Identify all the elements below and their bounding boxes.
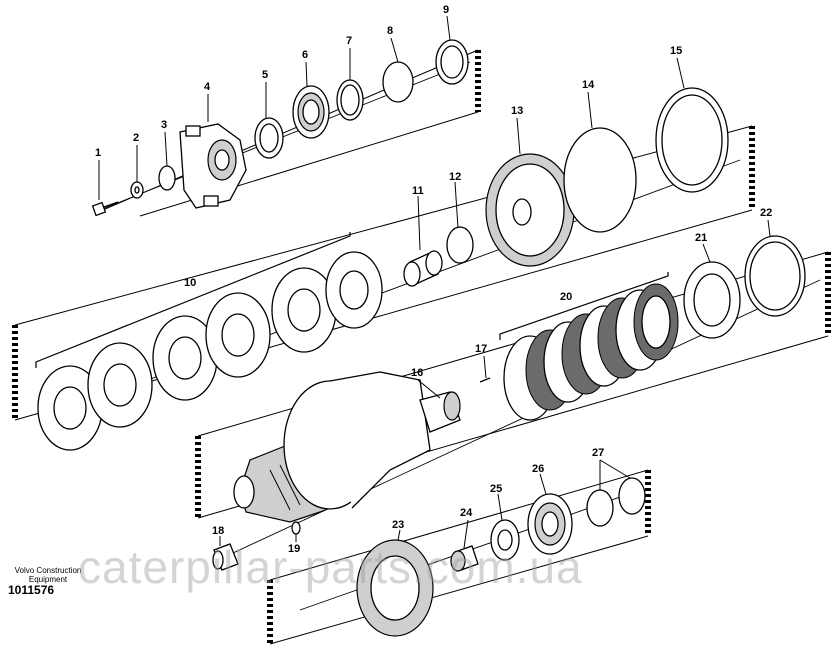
- label-24: 24: [460, 507, 473, 519]
- label-8: 8: [387, 25, 393, 37]
- label-26: 26: [532, 463, 544, 475]
- part-bushing: [403, 250, 443, 287]
- label-11: 11: [412, 185, 424, 197]
- part-o-ring-large: [563, 127, 637, 233]
- leader-lines: [98, 15, 771, 549]
- label-1: 1: [95, 147, 101, 159]
- caption-line-2: Equipment: [28, 575, 68, 584]
- label-20: 20: [560, 291, 572, 303]
- label-23: 23: [392, 519, 404, 531]
- label-22: 22: [760, 207, 772, 219]
- label-27: 27: [592, 447, 604, 459]
- part-bolt: [91, 201, 119, 217]
- bracket-10: [35, 232, 351, 368]
- label-12: 12: [449, 171, 461, 183]
- part-bearing-lower: [527, 493, 573, 555]
- part-pressure-plate: [683, 261, 741, 339]
- part-circlip-upper: [336, 79, 364, 121]
- frame-bottom-group: [267, 469, 651, 645]
- label-17: 17: [475, 343, 487, 355]
- part-clutch-pack: [503, 283, 679, 421]
- part-o-ring-tiny: [291, 521, 301, 535]
- diagram-number: 1011576: [8, 583, 55, 597]
- label-6: 6: [302, 49, 308, 61]
- manufacturer-caption: Volvo Construction Equipment: [6, 566, 90, 584]
- part-snap-ring: [744, 235, 806, 317]
- part-seal-upper: [435, 39, 469, 85]
- part-ring: [382, 61, 414, 103]
- part-plug: [212, 543, 239, 571]
- part-disc-stack: [37, 251, 383, 451]
- part-rings-pair: [586, 477, 646, 527]
- label-13: 13: [511, 105, 523, 117]
- label-18: 18: [212, 525, 224, 537]
- part-o-ring-small: [158, 165, 176, 191]
- part-shaft-hub: [233, 371, 461, 523]
- label-14: 14: [582, 79, 595, 91]
- label-15: 15: [670, 45, 682, 57]
- label-19: 19: [288, 543, 300, 555]
- label-3: 3: [161, 119, 167, 131]
- callout-labels: 1 2 3 4 5 6 7 8 9 10 11 12 13 14 15 16 1…: [95, 4, 772, 555]
- part-o-ring-mid: [446, 226, 474, 264]
- part-seal-ring: [254, 117, 284, 159]
- part-bearing-upper: [292, 85, 330, 139]
- part-gear: [356, 539, 434, 637]
- caption-line-1: Volvo Construction: [14, 566, 82, 575]
- part-needle-bearing: [450, 545, 479, 572]
- label-25: 25: [490, 483, 502, 495]
- part-piston-plate: [485, 153, 575, 267]
- label-9: 9: [443, 4, 449, 16]
- label-16: 16: [411, 367, 423, 379]
- part-seal-ring-large: [655, 87, 729, 193]
- label-4: 4: [204, 81, 211, 93]
- label-21: 21: [695, 232, 707, 244]
- label-10: 10: [184, 277, 196, 289]
- part-yoke-flange: [179, 123, 247, 209]
- part-washer: [130, 181, 144, 199]
- label-2: 2: [133, 132, 139, 144]
- part-thrust-washer: [490, 519, 520, 561]
- label-5: 5: [262, 69, 268, 81]
- bracket-20: [499, 272, 669, 340]
- label-7: 7: [346, 35, 352, 47]
- part-pin: [479, 377, 491, 383]
